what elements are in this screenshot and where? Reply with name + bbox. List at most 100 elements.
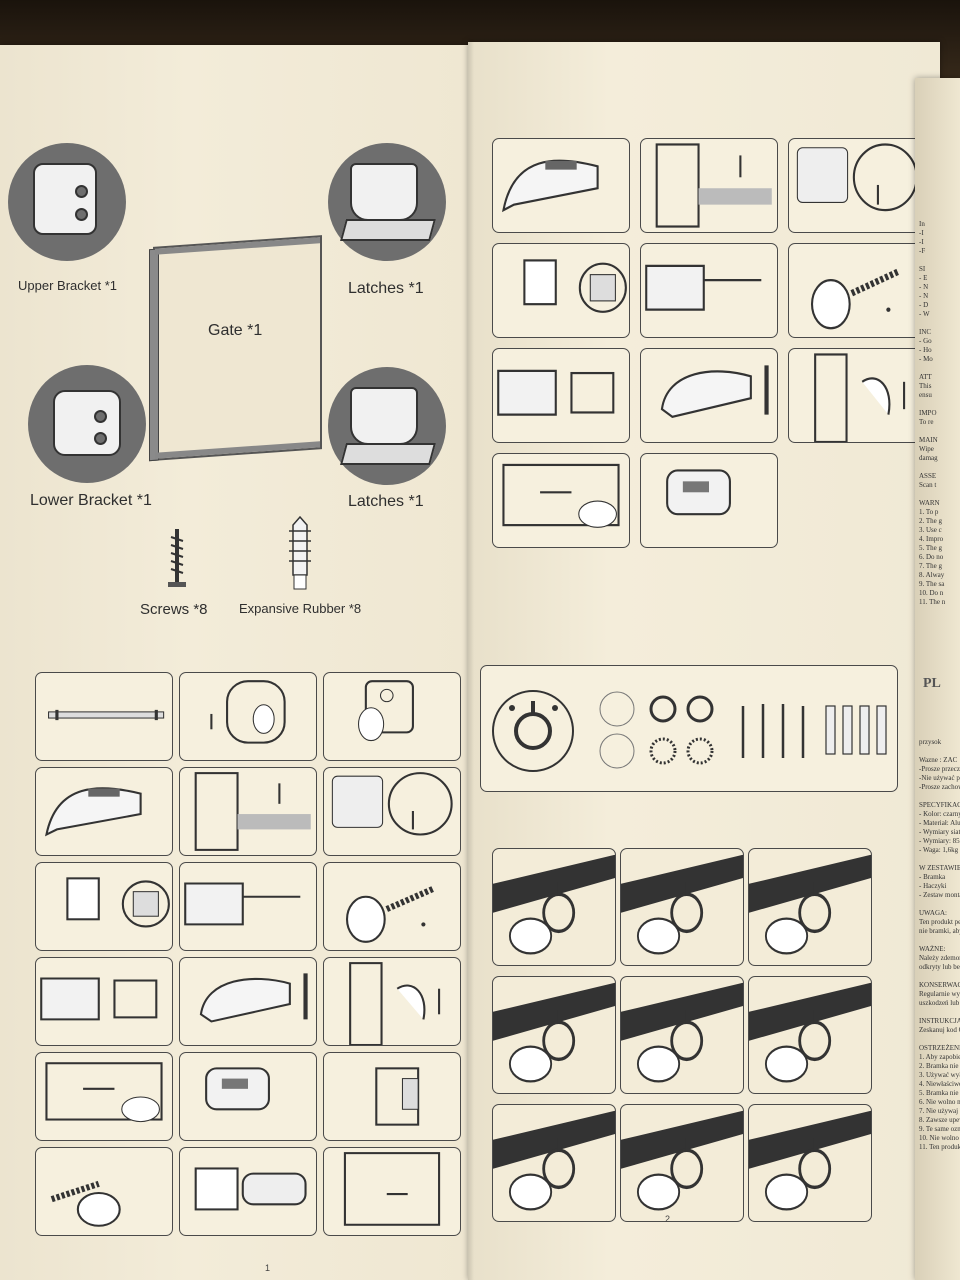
step-drawing (36, 1148, 172, 1235)
column-text-line: -Prosze zachow (919, 783, 960, 792)
step-panel (35, 1052, 173, 1141)
expansive-rubber-label: Expansive Rubber *8 (239, 601, 361, 616)
column-text-line: IMPO (919, 409, 945, 418)
column-text-line: 10. Nie wolno modyfik (919, 1134, 960, 1143)
hook-step-drawing (621, 1105, 743, 1221)
step-drawing (641, 454, 777, 547)
step-drawing (493, 139, 629, 232)
step-panel (640, 453, 778, 548)
column-text-line: 7. The g (919, 562, 945, 571)
column-text-line: przysok (919, 738, 960, 747)
step-panel (492, 243, 630, 338)
column-text-line (919, 972, 960, 981)
column-text-line: Wazne : ZAC (919, 756, 960, 765)
hook-step-drawing (493, 1105, 615, 1221)
step-panel (179, 1052, 317, 1141)
column-text-line (919, 256, 945, 265)
column-text-line (919, 400, 945, 409)
column-text-line: 1. To p (919, 508, 945, 517)
column-text-line: Ten produkt pełni f (919, 918, 960, 927)
column-text-line: damag (919, 454, 945, 463)
step-drawing (789, 244, 925, 337)
step-panel (35, 957, 173, 1046)
step-drawing (493, 349, 629, 442)
column-text-line (919, 463, 945, 472)
column-text-line: 8. Alway (919, 571, 945, 580)
column-text-line: - E (919, 274, 945, 283)
column-text-line: - D (919, 301, 945, 310)
screw-illustration (165, 527, 189, 597)
step-panel (179, 957, 317, 1046)
latches-bottom-label: Latches *1 (348, 493, 424, 511)
column-text-line: - Wymiary: 85x1 (919, 837, 960, 846)
column-text-line: SI (919, 265, 945, 274)
column-text-line: -I (919, 238, 945, 247)
hook-step-drawing (749, 1105, 871, 1221)
step-panel (788, 348, 926, 443)
column-text-line: - Ho (919, 346, 945, 355)
hook-step-drawing (493, 849, 615, 965)
hook-step-panel (748, 848, 872, 966)
step-panel (492, 453, 630, 548)
column-text-line (919, 747, 960, 756)
hook-step-drawing (621, 977, 743, 1093)
step-drawing (324, 1053, 460, 1140)
column-text-line: 5. The g (919, 544, 945, 553)
step-drawing (641, 139, 777, 232)
column-text-line (919, 900, 960, 909)
step-drawing (789, 139, 925, 232)
column-text-line (919, 364, 945, 373)
column-text-line: To re (919, 418, 945, 427)
column-text-line: 1. Aby zapobiec obrażen (919, 1053, 960, 1062)
column-text-line: 3. Use c (919, 526, 945, 535)
column-text-line: -F (919, 247, 945, 256)
column-text-line: 10. Do n (919, 589, 945, 598)
hook-step-drawing (749, 977, 871, 1093)
expansive-rubber-illustration (285, 515, 315, 593)
step-panel (179, 767, 317, 856)
page-number-2: 2 (665, 1214, 670, 1224)
step-panel (788, 243, 926, 338)
step-panel (640, 138, 778, 233)
polish-text-column: przysok Wazne : ZAC-Prosze przecz-Nie uż… (919, 738, 960, 1152)
column-text-line: 11. The n (919, 598, 945, 607)
step-drawing (180, 863, 316, 950)
step-drawing (641, 244, 777, 337)
column-text-line: In (919, 220, 945, 229)
column-text-line: Należy zdemontowa (919, 954, 960, 963)
column-text-line: - N (919, 283, 945, 292)
step-drawing (180, 958, 316, 1045)
step-drawing (324, 768, 460, 855)
column-text-line: - Bramka (919, 873, 960, 882)
column-text-line (919, 792, 960, 801)
column-text-line: This (919, 382, 945, 391)
column-text-line: odkryty lub bezpiecz (919, 963, 960, 972)
step-panel (492, 138, 630, 233)
lower-bracket-illustration (28, 365, 146, 483)
step-drawing (36, 863, 172, 950)
step-drawing (789, 349, 925, 442)
column-text-line: 5. Bramka nie dopuszcz (919, 1089, 960, 1098)
latches-bottom-illustration (328, 367, 446, 485)
column-text-line: 3. Używać wyłącznie k (919, 1071, 960, 1080)
step-panel (179, 672, 317, 761)
step-drawing (324, 1148, 460, 1235)
page-fold-shadow (468, 42, 474, 1280)
column-text-line: Scan t (919, 481, 945, 490)
column-text-line: 4. Impro (919, 535, 945, 544)
step-panel (492, 348, 630, 443)
hook-step-panel (748, 1104, 872, 1222)
column-text-line: MAIN (919, 436, 945, 445)
hook-step-panel (748, 976, 872, 1094)
column-text-line: Wipe (919, 445, 945, 454)
manual-page-1: Upper Bracket *1 Gate *1 Latches *1 Lowe… (0, 45, 470, 1280)
hook-step-panel (620, 848, 744, 966)
column-text-line (919, 427, 945, 436)
step-panel (323, 957, 461, 1046)
step-drawing (180, 768, 316, 855)
language-marker: PL (923, 676, 941, 692)
column-text-line: WAŻNE: (919, 945, 960, 954)
column-text-line: ensu (919, 391, 945, 400)
hook-step-drawing (621, 849, 743, 965)
step-panel (35, 862, 173, 951)
